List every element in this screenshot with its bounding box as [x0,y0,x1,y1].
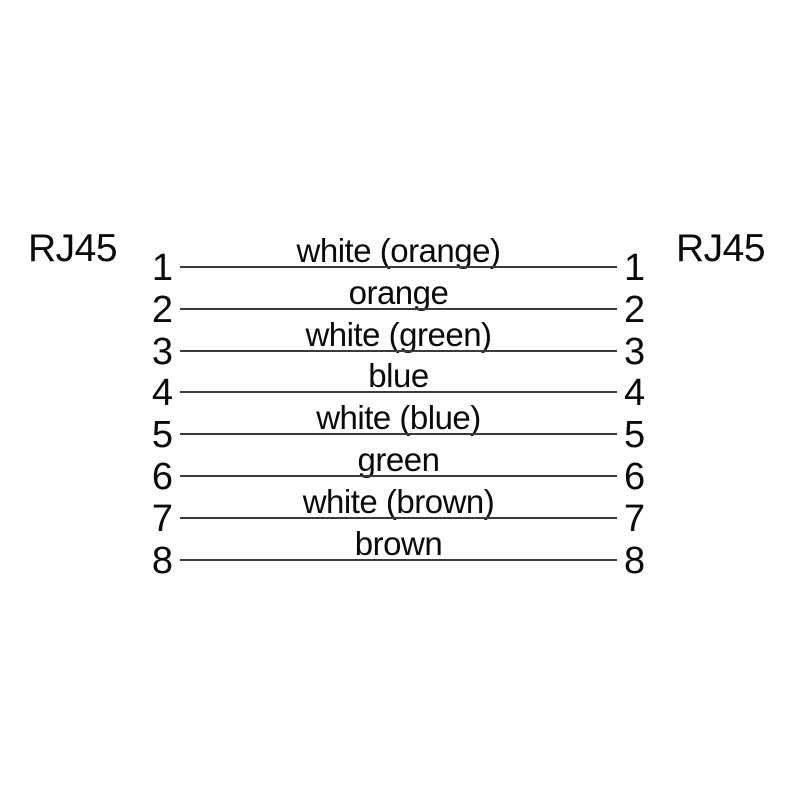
pin-number-right: 5 [624,414,646,457]
pin-number-left: 2 [151,288,173,331]
pin-number-left: 6 [151,456,173,499]
wire-row: 4 blue 4 [0,352,800,412]
pin-number-right: 8 [624,539,646,582]
wire-line [180,558,617,561]
wire-line [180,349,617,352]
wire-row: 8 brown 8 [0,519,800,580]
wire-color-label: white (blue) [316,399,481,437]
wire-color-label: green [357,441,440,479]
wire-color-label: orange [348,273,449,311]
wire-line [180,265,617,268]
pin-number-left: 4 [151,372,173,415]
pin-number-right: 7 [624,498,646,541]
wire-color-label: white (orange) [296,231,501,269]
pin-number-left: 5 [151,414,173,457]
right-connector-label: RJ45 [676,227,766,270]
pin-number-right: 4 [624,372,646,415]
wire-line [180,391,617,394]
wire-line [180,307,617,310]
left-connector-label: RJ45 [28,227,118,270]
wire-color-label: white (brown) [302,483,495,521]
wire-row: 5 white (blue) 5 [0,393,800,454]
pin-number-left: 1 [151,246,173,289]
pin-number-left: 8 [151,539,173,582]
wire-line [180,475,617,478]
pin-number-left: 7 [151,498,173,541]
pin-number-right: 6 [624,456,646,499]
wire-rows: 1 white (orange) 1 2 orange 2 3 white (g… [0,226,800,580]
wire-row: 6 green 6 [0,435,800,496]
pin-number-right: 3 [624,330,646,373]
wire-line [180,433,617,436]
pin-number-right: 2 [624,288,646,331]
pin-number-left: 3 [151,330,173,373]
wire-row: 3 white (green) 3 [0,310,800,371]
wire-row: 1 white (orange) 1 [0,226,800,287]
wire-line [180,517,617,520]
wire-color-label: white (green) [305,315,492,353]
pin-number-right: 1 [624,246,646,289]
wire-color-label: brown [354,524,443,562]
wire-row: 2 orange 2 [0,268,800,329]
wire-color-label: blue [368,357,429,395]
wire-row: 7 white (brown) 7 [0,477,800,538]
